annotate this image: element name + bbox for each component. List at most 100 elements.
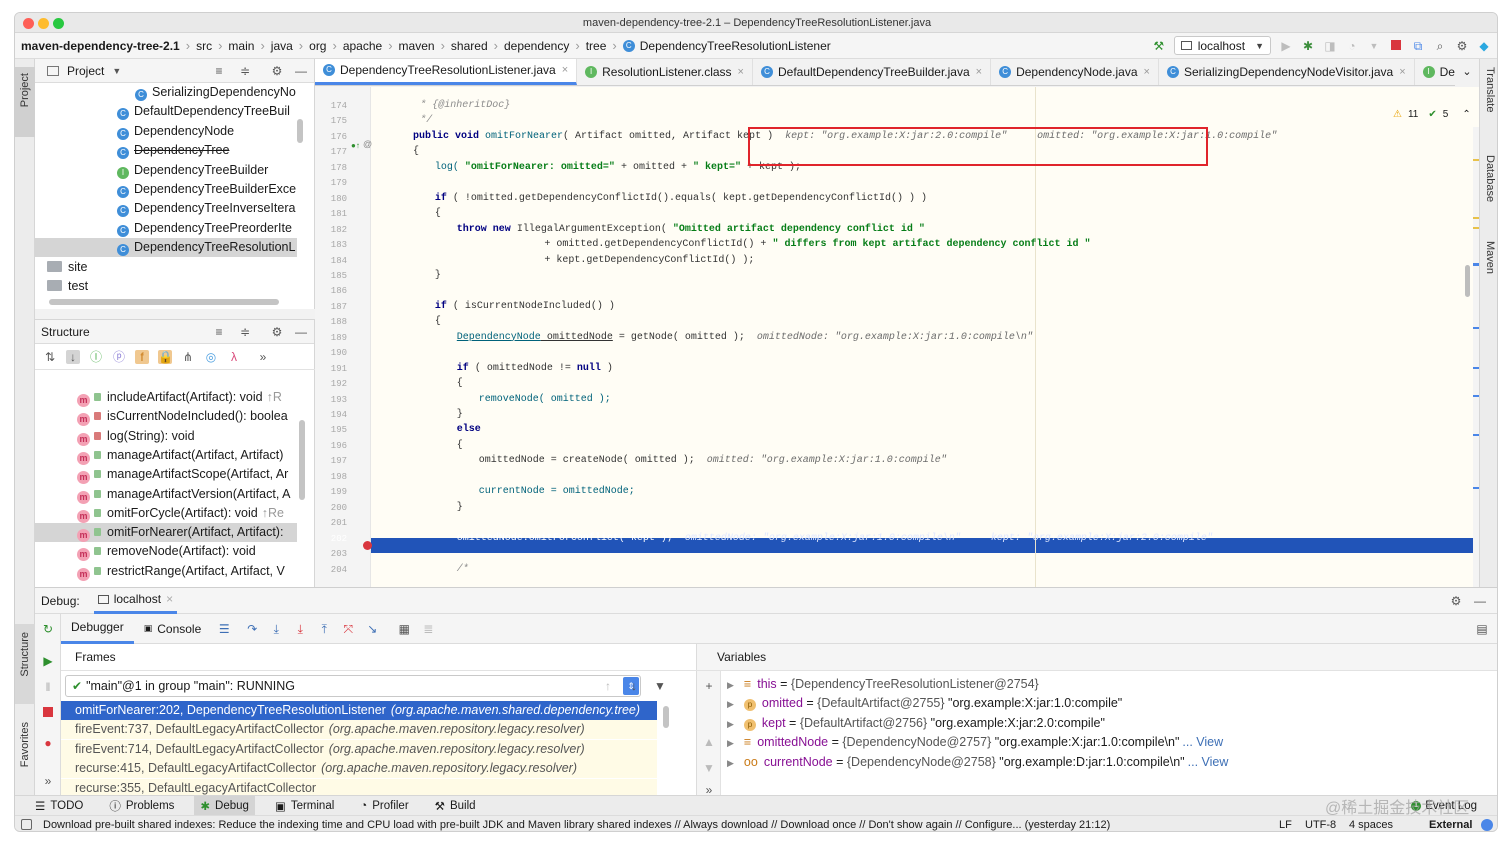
trace-icon[interactable]: ≣ xyxy=(423,621,434,636)
attach-debugger-icon[interactable]: ⧉ xyxy=(1413,38,1423,53)
filter-icon[interactable]: ▼ xyxy=(654,679,666,693)
breadcrumb-item[interactable]: apache xyxy=(342,38,383,53)
breadcrumb-item[interactable]: shared xyxy=(450,38,488,53)
step-over-icon[interactable]: ↷ xyxy=(247,621,258,636)
status-toggle-icon[interactable] xyxy=(21,819,32,830)
editor-gutter[interactable] xyxy=(315,87,371,587)
project-tree-item[interactable]: DEPENDENCIES xyxy=(35,296,297,299)
gear-icon[interactable]: ⚙ xyxy=(271,63,283,78)
view-link[interactable]: ... View xyxy=(1182,735,1224,750)
stack-frame[interactable]: recurse:415, DefaultLegacyArtifactCollec… xyxy=(61,759,657,779)
expand-all-icon[interactable]: ≑ xyxy=(239,63,251,78)
breadcrumb-item[interactable]: src xyxy=(196,38,213,53)
override-marker-icon[interactable]: ●↑ xyxy=(351,141,360,150)
chevron-down-icon[interactable]: ▼ xyxy=(112,65,122,76)
sort-alpha-icon[interactable]: ↓ xyxy=(66,349,80,364)
expand-arrow-icon[interactable]: ▶ xyxy=(727,757,734,768)
zoom-window-button[interactable] xyxy=(53,18,64,29)
breadcrumb-item[interactable]: main xyxy=(228,38,255,53)
stack-frame[interactable]: recurse:355, DefaultLegacyArtifactCollec… xyxy=(61,778,657,796)
chevron-up-icon[interactable]: ⌃ xyxy=(1462,109,1471,120)
show-properties-icon[interactable]: ⓟ xyxy=(112,349,125,364)
project-tree-item[interactable]: test xyxy=(35,277,297,296)
gear-icon[interactable]: ⚙ xyxy=(1450,593,1462,608)
memory-indicator-icon[interactable] xyxy=(1481,819,1493,831)
editor-error-stripe[interactable] xyxy=(1473,127,1479,587)
hide-panel-icon[interactable]: — xyxy=(1474,593,1486,608)
step-out-icon[interactable]: ⤒ xyxy=(321,621,327,636)
frames-scrollbar[interactable] xyxy=(663,706,669,728)
view-link[interactable]: ... View xyxy=(1187,754,1229,769)
breadcrumb-item[interactable]: maven-dependency-tree-2.1 xyxy=(21,38,180,53)
translate-tool-button[interactable]: Translate xyxy=(1484,67,1496,113)
status-message[interactable]: Download pre-built shared indexes: Reduc… xyxy=(43,819,1111,831)
minimize-window-button[interactable] xyxy=(38,18,49,29)
breadcrumb-item[interactable]: maven xyxy=(398,38,435,53)
indent-setting[interactable]: 4 spaces xyxy=(1349,819,1394,831)
view-breakpoints-icon[interactable]: ● xyxy=(44,736,52,750)
annotation-at-icon[interactable]: @ xyxy=(363,139,373,149)
editor-scrollbar[interactable] xyxy=(1465,265,1470,297)
breadcrumb-item[interactable]: java xyxy=(270,38,293,53)
console-tab[interactable]: ▣Console xyxy=(134,614,212,644)
expand-arrow-icon[interactable]: ▶ xyxy=(727,718,734,729)
debug-bug-icon[interactable]: ✱ xyxy=(1302,38,1314,53)
stack-frame[interactable]: omitForNearer:202, DependencyTreeResolut… xyxy=(61,701,657,720)
more-icon[interactable]: » xyxy=(44,774,52,788)
rerun-icon[interactable]: ↻ xyxy=(42,622,54,636)
tabs-overflow-chevron-down-icon[interactable]: ⌄ xyxy=(1455,59,1479,86)
run-icon[interactable]: ▶ xyxy=(1281,38,1291,53)
file-encoding[interactable]: UTF-8 xyxy=(1305,819,1337,831)
database-tool-button[interactable]: Database xyxy=(1484,155,1496,203)
run-to-cursor-icon[interactable]: ↘ xyxy=(367,621,378,636)
breadcrumb-item[interactable]: org xyxy=(309,38,327,53)
variable-row[interactable]: ▶≡omittedNode = {DependencyNode@2757} "o… xyxy=(727,733,1497,752)
line-separator[interactable]: LF xyxy=(1279,819,1292,831)
maven-tool-button[interactable]: Maven xyxy=(1484,241,1496,275)
drop-frame-icon[interactable]: ⤧ xyxy=(343,621,354,636)
restore-layout-icon[interactable]: ▤ xyxy=(1476,621,1488,636)
run-config-select[interactable]: localhost ▼ xyxy=(1173,36,1271,55)
hide-panel-icon[interactable]: — xyxy=(295,324,307,339)
inspection-widget[interactable]: ⚠11 ✔5 ⌃ ⌄ xyxy=(1393,109,1479,120)
close-icon[interactable]: × xyxy=(166,592,174,606)
show-non-public-icon[interactable]: 🔒 xyxy=(158,349,173,364)
move-up-icon[interactable]: ▲ xyxy=(703,735,715,749)
close-window-button[interactable] xyxy=(23,18,34,29)
stack-frame[interactable]: fireEvent:737, DefaultLegacyArtifactColl… xyxy=(61,720,657,740)
force-step-into-icon[interactable]: ⤓ xyxy=(297,621,303,636)
sort-visibility-icon[interactable]: ⇅ xyxy=(44,349,56,364)
arrow-up-icon[interactable]: ↑ xyxy=(605,679,611,693)
more-icon[interactable]: » xyxy=(705,783,713,797)
search-icon[interactable]: ⌕ xyxy=(1436,38,1444,53)
close-icon[interactable]: × xyxy=(975,65,983,78)
show-inherited-icon[interactable]: Ⓘ xyxy=(89,349,102,364)
expand-all-icon[interactable]: ≑ xyxy=(239,324,251,339)
show-lambdas-icon[interactable]: ◎ xyxy=(205,349,217,364)
jetbrains-logo-icon[interactable]: ◆ xyxy=(1479,38,1489,53)
more-icon[interactable]: » xyxy=(259,349,267,364)
step-into-icon[interactable]: ⤓ xyxy=(273,621,279,636)
gear-icon[interactable]: ⚙ xyxy=(1456,38,1468,53)
close-icon[interactable]: × xyxy=(737,65,744,78)
expand-arrow-icon[interactable]: ▶ xyxy=(727,738,734,749)
hide-panel-icon[interactable]: — xyxy=(295,63,307,78)
show-fields-icon[interactable]: f xyxy=(135,349,149,364)
